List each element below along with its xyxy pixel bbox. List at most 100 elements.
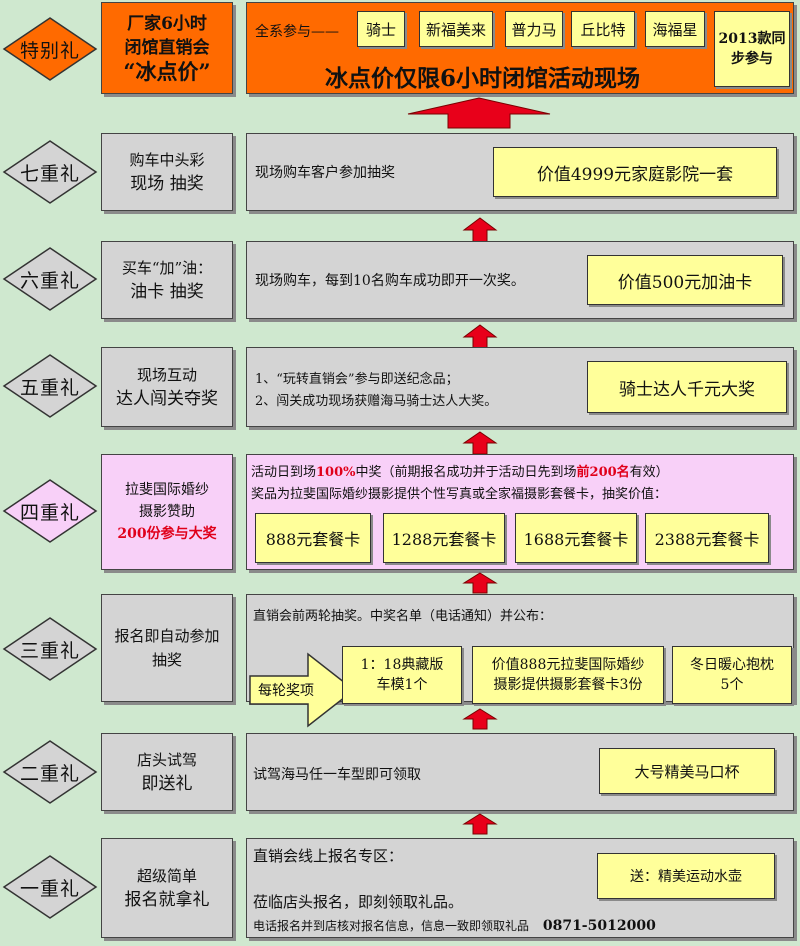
tier1-left-box: 超级简单 报名就拿礼 [101, 838, 233, 938]
up-arrow [462, 217, 498, 243]
up-arrow [462, 572, 498, 594]
tier6-left-line-1: 买车“加”油： [121, 259, 213, 277]
tier1-right-box: 直销会线上报名专区： 莅临店头报名，即刻领取礼品。 电话报名并到店核对报名信息，… [246, 838, 794, 938]
big-up-arrow [407, 97, 551, 129]
tier4-line-2: 奖品为拉斐国际婚纱摄影提供个性写真或全家福摄影套餐卡，抽奖价值： [251, 487, 668, 502]
special-left-line-2: 闭馆直销会 [124, 38, 210, 58]
tier1-prize: 送：精美运动水壶 [597, 853, 775, 899]
tier5-left-box: 现场互动 达人闯关夺奖 [101, 347, 233, 427]
tier5-prize: 骑士达人千元大奖 [587, 361, 787, 413]
tier6-prize: 价值500元加油卡 [587, 255, 783, 305]
up-arrow [462, 431, 498, 455]
tier3-tag: 三重礼 [2, 616, 98, 682]
model-2013-line-1: 2013款同 [718, 31, 786, 47]
tier3-prize-2-line-2: 摄影提供摄影套餐卡3份 [493, 677, 643, 693]
special-tag-label: 特别礼 [19, 39, 80, 62]
tier3-prize-2-line-1: 价值888元拉斐国际婚纱 [491, 657, 645, 673]
tier5-left-line-1: 现场互动 [136, 366, 197, 384]
tier7-left-line-1: 购车中头彩 [129, 151, 205, 169]
model-2013: 2013款同 步参与 [714, 11, 790, 87]
tier1-line-1: 直销会线上报名专区： [253, 847, 404, 865]
tier2-desc: 试驾海马任一车型即可领取 [253, 767, 421, 783]
special-left-line-1: 厂家6小时 [127, 14, 207, 34]
tier4-line-1-d: 前200名 [576, 465, 630, 480]
tier7-left-line-2: 现场 抽奖 [130, 174, 204, 194]
tier4-right-box: 活动日到场100%中奖（前期报名成功并于活动日先到场前200名有效） 奖品为拉斐… [246, 454, 794, 570]
diamond-shape [2, 740, 98, 804]
tier3-prize-2: 价值888元拉斐国际婚纱 摄影提供摄影套餐卡3份 [472, 646, 664, 704]
tier4-package-4: 2388元套餐卡 [645, 513, 769, 563]
tier3-prize-1: 1：18典藏版 车模1个 [342, 646, 462, 704]
model-haifuxing: 海福星 [645, 11, 705, 47]
diamond-shape [2, 855, 98, 919]
tier2-left-box: 店头试驾 即送礼 [101, 733, 233, 811]
special-tag: 特别礼 [2, 16, 98, 82]
tier4-package-2: 1288元套餐卡 [383, 513, 505, 563]
model-2013-line-2: 步参与 [731, 51, 773, 67]
diamond-shape [2, 247, 98, 311]
tier3-arrow-label: 每轮奖项 [258, 683, 314, 699]
tier5-tag-label: 五重礼 [19, 376, 80, 399]
tier6-left-box: 买车“加”油： 油卡 抽奖 [101, 241, 233, 319]
special-left-line-3: “冰点价” [123, 59, 211, 84]
tier1-tag-label: 一重礼 [19, 877, 80, 900]
special-banner: 冰点价仅限6小时闭馆活动现场 [325, 65, 641, 92]
tier1-line-3-text: 电话报名并到店核对报名信息，信息一致即领取礼品 [253, 919, 530, 933]
tier4-left-line-2: 摄影赞助 [139, 504, 195, 520]
tier4-left-box: 拉斐国际婚纱 摄影赞助 200份参与大奖 [101, 454, 233, 570]
tier5-left-line-2: 达人闯关夺奖 [116, 389, 218, 409]
tier1-phone: 0871-5012000 [542, 918, 656, 934]
model-qishi: 骑士 [357, 11, 405, 47]
tier1-line-2: 莅临店头报名，即刻领取礼品。 [253, 893, 464, 911]
up-arrow [462, 708, 498, 730]
tier7-left-box: 购车中头彩 现场 抽奖 [101, 133, 233, 211]
tier5-tag: 五重礼 [2, 353, 98, 419]
tier1-left-line-1: 超级简单 [136, 867, 197, 885]
tier3-prize-1-line-1: 1：18典藏版 [360, 657, 444, 673]
tier4-line-1: 活动日到场100%中奖（前期报名成功并于活动日先到场前200名有效） [251, 461, 669, 480]
tier4-tag: 四重礼 [2, 478, 98, 544]
tier4-tag-label: 四重礼 [19, 501, 80, 524]
special-left-box: 厂家6小时 闭馆直销会 “冰点价” [101, 2, 233, 94]
tier4-line-1-b: 100% [316, 465, 356, 480]
tier7-tag: 七重礼 [2, 139, 98, 205]
tier7-prize: 价值4999元家庭影院一套 [493, 147, 777, 197]
tier2-right-box: 试驾海马任一车型即可领取 大号精美马口杯 [246, 733, 794, 811]
tier6-right-box: 现场购车，每到10名购车成功即开一次奖。 价值500元加油卡 [246, 241, 794, 319]
tier3-left-line-1: 报名即自动参加 [114, 627, 220, 645]
tier1-line-3: 电话报名并到店核对报名信息，信息一致即领取礼品 0871-5012000 [253, 917, 656, 934]
diamond-shape [2, 140, 98, 204]
tier1-left-line-2: 报名就拿礼 [124, 890, 210, 910]
tier4-package-3: 1688元套餐卡 [515, 513, 637, 563]
diamond-shape [2, 479, 98, 543]
tier6-tag-label: 六重礼 [19, 269, 80, 292]
model-xinfumeilai: 新福美来 [419, 11, 493, 47]
tier4-left-line-3: 200份参与大奖 [117, 526, 217, 542]
special-right-box: 全系参与—— 骑士 新福美来 普力马 丘比特 海福星 2013款同 步参与 冰点… [246, 2, 794, 94]
model-qiubite: 丘比特 [571, 11, 635, 47]
tier3-left-box: 报名即自动参加 抽奖 [101, 594, 233, 702]
tier7-tag-label: 七重礼 [19, 162, 80, 185]
diamond-shape [2, 617, 98, 681]
tier3-arrow-shape [249, 652, 356, 728]
tier2-tag: 二重礼 [2, 739, 98, 805]
tier3-left-line-2: 抽奖 [151, 651, 182, 669]
tier6-left-line-2: 油卡 抽奖 [130, 282, 204, 302]
tier4-package-1: 888元套餐卡 [255, 513, 371, 563]
tier4-line-1-a: 活动日到场 [251, 465, 317, 480]
tier3-tag-label: 三重礼 [19, 639, 80, 662]
tier3-prize-3-line-2: 5个 [720, 677, 744, 693]
tier5-right-box: 1、“玩转直销会”参与即送纪念品； 2、闯关成功现场获赠海马骑士达人大奖。 骑士… [246, 347, 794, 427]
diamond-shape [2, 17, 98, 81]
tier6-desc: 现场购车，每到10名购车成功即开一次奖。 [255, 273, 525, 289]
tier3-desc: 直销会前两轮抽奖。中奖名单（电话通知）并公布： [253, 609, 553, 624]
tier3-prize-3: 冬日暖心抱枕 5个 [672, 646, 792, 704]
tier2-left-line-2: 即送礼 [141, 774, 193, 794]
tier5-desc-1: 1、“玩转直销会”参与即送纪念品； [255, 372, 459, 387]
tier4-left-line-1: 拉斐国际婚纱 [125, 482, 209, 498]
tier3-prize-1-line-2: 车模1个 [376, 677, 428, 693]
tier2-prize: 大号精美马口杯 [599, 748, 775, 794]
tier5-desc-2: 2、闯关成功现场获赠海马骑士达人大奖。 [255, 394, 498, 409]
tier7-desc: 现场购车客户参加抽奖 [255, 165, 395, 181]
model-pulima: 普力马 [505, 11, 563, 47]
